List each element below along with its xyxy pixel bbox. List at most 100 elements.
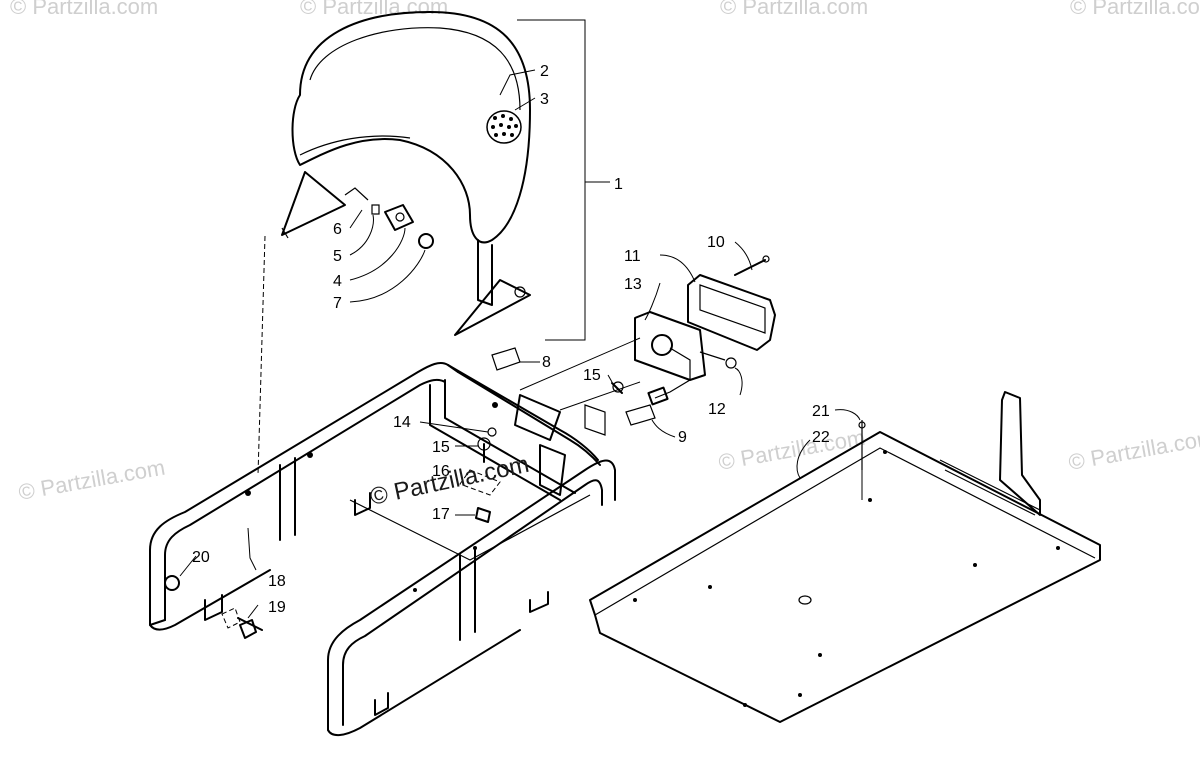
plate-bracket-clip — [584, 404, 606, 436]
leader-15-upper — [607, 374, 613, 383]
callout-14: 14 — [393, 414, 411, 431]
bracket-notch — [281, 227, 289, 239]
pin-21-head — [858, 421, 866, 429]
watermark-center: © Partzilla.com — [368, 451, 532, 511]
rack-left-rail-lower — [149, 569, 271, 631]
callout-19: 19 — [268, 599, 286, 616]
watermark-left: © Partzilla.com — [17, 455, 167, 505]
bolt-15-lower-head — [477, 437, 491, 451]
watermark-far-right: © Partzilla.com — [1067, 425, 1200, 475]
nut-20 — [164, 575, 180, 591]
hinge-plate — [384, 204, 414, 231]
upper-bracket — [281, 171, 346, 236]
watermark-top-left: © Partzilla.com — [10, 0, 158, 19]
hinge-plate-hole — [395, 212, 405, 222]
rack-rear-tube — [447, 364, 601, 466]
backrest-pad-inner-edge — [309, 27, 521, 111]
rack-upright-2 — [459, 547, 476, 641]
floor-plate — [589, 391, 1101, 723]
leader-19 — [247, 604, 259, 619]
decal-9 — [625, 404, 656, 426]
assembly-line-backrest — [257, 235, 266, 476]
washer-16 — [459, 469, 501, 496]
taillight-screw-head — [762, 255, 770, 263]
rack-left-rail-inner — [164, 378, 446, 621]
bolt-19 — [237, 617, 263, 631]
assembly-line-taillight — [519, 337, 641, 391]
watermark-right: © Partzilla.com — [717, 425, 867, 475]
callout-16: 16 — [432, 463, 450, 480]
lower-bracket — [454, 279, 531, 336]
leader-2 — [499, 69, 536, 96]
callout-20: 20 — [192, 549, 210, 566]
taillight-screw — [734, 259, 766, 276]
taillight-bulb-socket — [651, 334, 673, 356]
rack-right-rail-lower — [327, 629, 521, 736]
callout-3: 3 — [540, 91, 549, 108]
foam-patch-dots — [491, 114, 518, 137]
taillight-housing — [687, 274, 776, 351]
leader-20 — [179, 555, 197, 577]
taillight-ground-lead — [699, 351, 726, 361]
leader-14 — [419, 421, 489, 433]
bolt-14 — [487, 427, 497, 437]
callout-17: 17 — [432, 506, 450, 523]
fasteners — [164, 420, 866, 639]
washer-19 — [221, 607, 241, 629]
callout-15-upper: 15 — [583, 367, 601, 384]
rack-inner-rail — [429, 379, 576, 501]
callout-5: 5 — [333, 248, 342, 265]
backrest-assembly — [281, 11, 610, 341]
spacer-washer — [371, 204, 380, 215]
nut-17 — [475, 507, 491, 523]
taillight-assembly — [491, 255, 776, 426]
bracket-1 — [517, 19, 586, 341]
leader-lines — [179, 69, 863, 619]
backrest-post — [477, 239, 493, 306]
floor-plate-center-hole — [798, 595, 812, 605]
plate-bracket — [514, 394, 561, 441]
backrest-pad-seam — [299, 135, 411, 156]
backrest-pad — [291, 11, 531, 244]
floor-plate-outline — [589, 431, 1101, 723]
taillight-ground-ring — [725, 357, 737, 369]
taillight-housing-lens — [699, 284, 766, 334]
callout-1: 1 — [614, 176, 623, 193]
rack-mount-tab-4 — [354, 492, 371, 516]
rack-mount-tab-2 — [374, 692, 389, 716]
rack-floor-line — [349, 494, 591, 561]
leader-6 — [349, 209, 363, 229]
leader-9 — [651, 419, 676, 438]
callout-9: 9 — [678, 429, 687, 446]
rear-rack — [149, 362, 616, 736]
leader-4 — [349, 227, 406, 281]
callout-8: 8 — [542, 354, 551, 371]
floor-plate-holes — [633, 450, 1060, 707]
leader-22 — [796, 439, 811, 479]
rack-mount-tab-1 — [204, 594, 223, 621]
bolt-19-head — [239, 619, 257, 639]
leader-12 — [734, 367, 743, 396]
callouts: 1 2 3 4 5 6 7 8 9 10 11 12 13 14 15 15 1… — [192, 63, 830, 616]
rack-upright-1 — [279, 457, 296, 541]
callout-2: 2 — [540, 63, 549, 80]
callout-18: 18 — [268, 573, 286, 590]
leader-21 — [834, 409, 861, 421]
leader-13 — [644, 282, 661, 321]
decal-8 — [491, 347, 521, 371]
watermark-top-mid-right: © Partzilla.com — [720, 0, 868, 19]
callout-4: 4 — [333, 273, 342, 290]
leader-3 — [514, 97, 536, 111]
leader-5 — [349, 214, 374, 256]
callout-12: 12 — [708, 401, 726, 418]
leader-7 — [349, 249, 426, 303]
taillight-gasket — [634, 311, 706, 381]
callout-10: 10 — [707, 234, 725, 251]
callout-13: 13 — [624, 276, 642, 293]
leader-18 — [247, 527, 257, 571]
floor-plate-upright — [999, 391, 1041, 516]
leader-11 — [659, 254, 696, 283]
watermark-top-right: © Partzilla.com — [1070, 0, 1200, 19]
assembly-line-bracket — [559, 381, 641, 411]
